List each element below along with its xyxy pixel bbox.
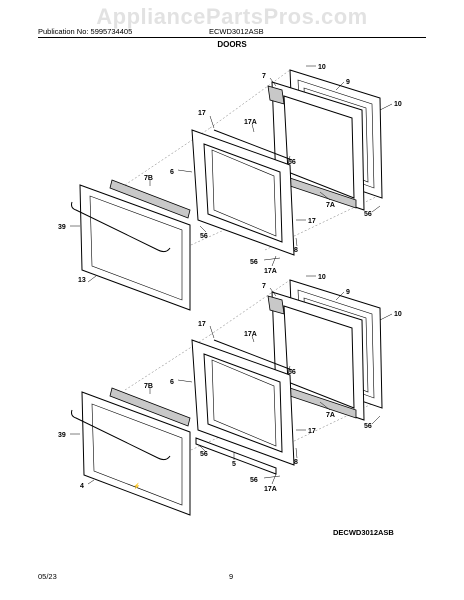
callout-9-lower: 9 bbox=[346, 289, 350, 296]
callout-10-upper-a: 10 bbox=[318, 64, 326, 71]
callout-7-lower: 7 bbox=[262, 283, 266, 290]
callout-17a-lower-top: 17A bbox=[244, 331, 257, 338]
callout-56-lower-a: 56 bbox=[288, 369, 296, 376]
footer-page-number: 9 bbox=[229, 572, 234, 581]
upper-outer-door bbox=[71, 184, 191, 311]
callout-17a-upper-top: 17A bbox=[244, 119, 257, 126]
lower-gasket-7 bbox=[267, 295, 285, 315]
callout-labels: 10 9 7 10 17A 17 56 6 7B 39 56 7A 56 17 … bbox=[58, 64, 402, 493]
callout-56-lower-d: 56 bbox=[250, 477, 258, 484]
callout-10-lower-a: 10 bbox=[318, 274, 326, 281]
lower-window-frame bbox=[271, 291, 365, 421]
watermark: AppliancePartsPros.com bbox=[96, 4, 368, 29]
callout-leaders bbox=[70, 65, 393, 485]
callout-17a-lower-bottom: 17A bbox=[264, 486, 277, 493]
callout-6-upper: 6 bbox=[170, 169, 174, 176]
callout-17-lower-side: 17 bbox=[308, 428, 316, 435]
callout-56-lower-c: 56 bbox=[364, 423, 372, 430]
footer-date: 05/23 bbox=[38, 572, 57, 581]
brand-logo-mark: ⚡ bbox=[133, 482, 140, 490]
section-title: DOORS bbox=[217, 40, 247, 49]
callout-7a-upper: 7A bbox=[326, 202, 335, 209]
header-rule bbox=[38, 37, 426, 38]
callout-10-upper-b: 10 bbox=[394, 101, 402, 108]
lower-outer-door: ⚡ bbox=[71, 391, 191, 516]
callout-8-upper: 8 bbox=[294, 247, 298, 254]
upper-gasket-7b bbox=[109, 179, 191, 219]
callout-7b-upper: 7B bbox=[144, 175, 153, 182]
callout-17-upper-top: 17 bbox=[198, 110, 206, 117]
lower-inner-frame bbox=[191, 339, 295, 466]
callout-8-lower: 8 bbox=[294, 459, 298, 466]
callout-39-lower: 39 bbox=[58, 432, 66, 439]
callout-5-lower: 5 bbox=[232, 461, 236, 468]
callout-17a-upper-bottom: 17A bbox=[264, 268, 277, 275]
upper-inner-frame bbox=[191, 129, 295, 256]
upper-gasket-7 bbox=[267, 85, 285, 105]
upper-window-frame bbox=[271, 81, 365, 211]
lower-gasket-7b bbox=[109, 387, 191, 427]
callout-56-upper-b: 56 bbox=[200, 233, 208, 240]
callout-9-upper: 9 bbox=[346, 79, 350, 86]
callout-17-upper-side: 17 bbox=[308, 218, 316, 225]
callout-7a-lower: 7A bbox=[326, 412, 335, 419]
callout-10-lower-b: 10 bbox=[394, 311, 402, 318]
callout-56-upper-c: 56 bbox=[364, 211, 372, 218]
callout-6-lower: 6 bbox=[170, 379, 174, 386]
upper-handle-39 bbox=[71, 201, 171, 253]
callout-56-upper-d: 56 bbox=[250, 259, 258, 266]
callout-7-upper: 7 bbox=[262, 73, 266, 80]
exploded-parts-diagram: ⚡ 10 9 7 10 17A 17 56 6 7B 39 56 7A 56 1… bbox=[58, 64, 402, 516]
lower-handle-39 bbox=[71, 409, 171, 461]
figure-code: DECWD3012ASB bbox=[333, 528, 394, 537]
callout-56-upper-a: 56 bbox=[288, 159, 296, 166]
callout-56-lower-b: 56 bbox=[200, 451, 208, 458]
lower-door-assembly: ⚡ bbox=[71, 279, 383, 516]
upper-strip-17a bbox=[213, 129, 293, 161]
callout-13-upper: 13 bbox=[78, 277, 86, 284]
publication-number: Publication No: 5995734405 bbox=[38, 27, 133, 36]
callout-4-lower: 4 bbox=[80, 483, 84, 490]
upper-door-assembly bbox=[71, 69, 383, 311]
callout-17-lower-top: 17 bbox=[198, 321, 206, 328]
lower-strip-17a bbox=[213, 339, 293, 371]
callout-39-upper: 39 bbox=[58, 224, 66, 231]
callout-7b-lower: 7B bbox=[144, 383, 153, 390]
model-number: ECWD3012ASB bbox=[209, 27, 264, 36]
